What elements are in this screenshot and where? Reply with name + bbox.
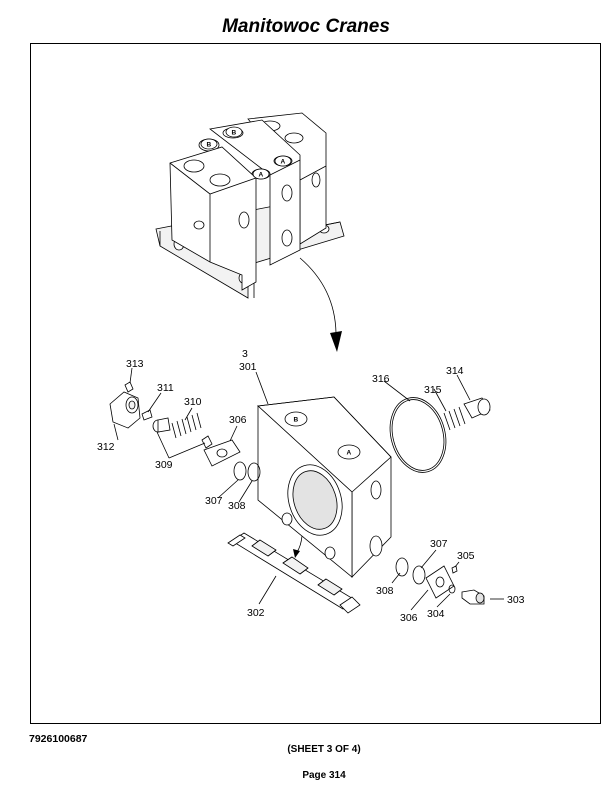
callout-302: 302	[247, 607, 265, 619]
callout-labels: 313 311 310 312 309 306 307 308 3 301 31…	[97, 348, 525, 624]
port-b-badge: B	[294, 417, 299, 424]
page-title: Manitowoc Cranes	[222, 16, 390, 37]
port-a-badge: A	[347, 450, 352, 457]
callout-314: 314	[446, 365, 464, 377]
callout-304: 304	[427, 608, 445, 620]
callout-301: 301	[239, 361, 257, 373]
left-cap-group	[109, 381, 261, 482]
port-a-badge: A	[259, 172, 264, 179]
right-relief-group	[389, 397, 491, 473]
callout-313: 313	[126, 358, 144, 370]
explode-arrow	[299, 257, 342, 352]
right-bottom-group	[395, 557, 485, 605]
valve-bank-assembly: B B A A	[155, 112, 345, 299]
callout-309: 309	[155, 459, 173, 471]
spool	[227, 532, 361, 614]
callout-3: 3	[242, 348, 248, 360]
callout-305: 305	[457, 550, 475, 562]
document-number: 7926100687	[29, 733, 88, 745]
callout-315: 315	[424, 384, 442, 396]
port-b-badge: B	[232, 130, 237, 137]
page-number: Page 314	[302, 770, 346, 781]
callout-310: 310	[184, 396, 202, 408]
callout-308: 308	[228, 500, 246, 512]
callout-308: 308	[376, 585, 394, 597]
leader-lines	[113, 367, 504, 611]
callout-307: 307	[205, 495, 223, 507]
port-a-badge: A	[281, 159, 286, 166]
callout-312: 312	[97, 441, 115, 453]
callout-311: 311	[157, 382, 174, 394]
callout-307: 307	[430, 538, 448, 550]
callout-306: 306	[229, 414, 247, 426]
sheet-label: (SHEET 3 OF 4)	[287, 744, 361, 755]
callout-303: 303	[507, 594, 525, 606]
callout-316: 316	[372, 373, 390, 385]
diagram-frame	[30, 43, 601, 724]
valve-section-body: B A	[257, 396, 392, 578]
callout-306: 306	[400, 612, 418, 624]
port-b-badge: B	[207, 142, 212, 149]
